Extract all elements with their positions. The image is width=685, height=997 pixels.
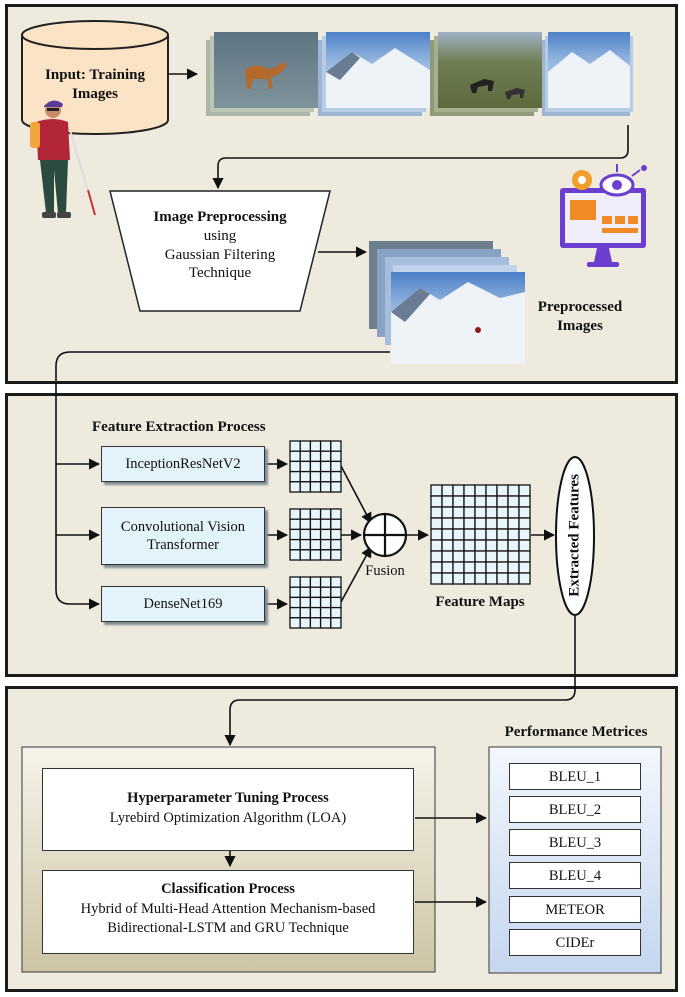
preprocessed-images-label: Preprocessed Images [537,299,623,334]
extracted-features-label: Extracted Features [566,474,583,597]
model-label: DenseNet169 [143,595,223,612]
metric-cider: CIDEr [509,929,641,956]
fusion-label: Fusion [365,563,405,579]
metric-bleu-4: BLEU_4 [509,862,641,889]
feature-extraction-title: Feature Extraction Process [92,419,266,435]
metric-meteor: METEOR [509,896,641,923]
preprocessing-label: Image Preprocessing using Gaussian Filte… [128,208,312,283]
model-inceptionresnetv2: InceptionResNetV2 [101,446,265,482]
tuning-process-box: Hyperparameter Tuning Process Lyrebird O… [42,768,414,851]
metrics-title: Performance Metrices [504,724,648,740]
model-label: Convolutional Vision Transformer [120,518,246,553]
feature-maps-label: Feature Maps [435,594,525,610]
preprocessing-line2: using [203,227,237,244]
input-title: Input: Training Images [45,67,145,102]
preprocessing-line4: Technique [188,265,252,282]
classification-title: Classification Process [161,881,295,897]
tuning-title: Hyperparameter Tuning Process [127,790,329,806]
metric-bleu-2: BLEU_2 [509,796,641,823]
model-label: InceptionResNetV2 [125,455,241,472]
classification-process-box: Classification Process Hybrid of Multi-H… [42,870,414,954]
classification-line1: Hybrid of Multi-Head Attention Mechanism… [80,900,376,917]
tuning-subtitle: Lyrebird Optimization Algorithm (LOA) [109,809,347,826]
metric-bleu-1: BLEU_1 [509,763,641,790]
classification-line2: Bidirectional-LSTM and GRU Technique [107,920,349,937]
model-densenet169: DenseNet169 [101,586,265,622]
preprocessing-line3: Gaussian Filtering [164,246,276,263]
preprocessing-title: Image Preprocessing [153,209,287,225]
model-convolutional-vision-transformer: Convolutional Vision Transformer [101,507,265,565]
metric-bleu-3: BLEU_3 [509,829,641,856]
